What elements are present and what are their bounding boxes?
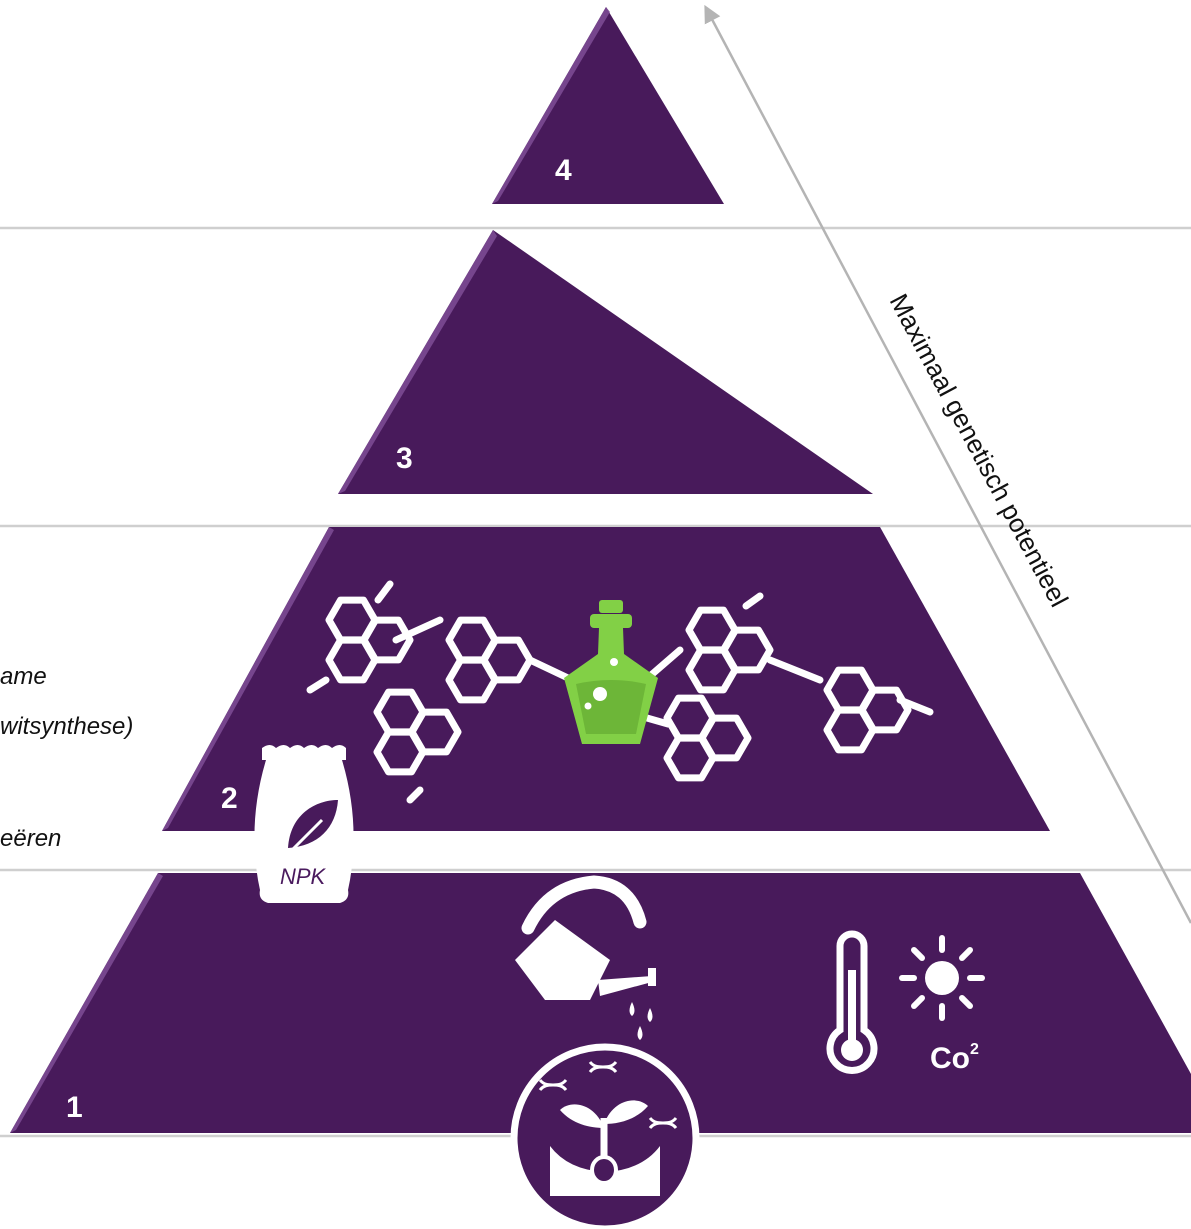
molecule-ring [445, 656, 499, 704]
side-text-line-1: ame [0, 663, 47, 690]
molecule-ring [685, 646, 739, 694]
tier-3-number: 3 [396, 442, 413, 475]
fertilizer-bag-icon: NPK [254, 745, 354, 903]
side-text-line-3: eëren [0, 825, 61, 852]
watering-can-icon [515, 875, 656, 1040]
molecule-bond [306, 676, 330, 694]
sun-icon [899, 935, 985, 1021]
side-text-line-2: witsynthese) [0, 713, 133, 740]
molecule-bond [646, 646, 684, 680]
thermometer-icon [826, 930, 878, 1074]
molecule-bond [766, 656, 824, 684]
potential-arrow [704, 4, 1191, 924]
tier-2: 2 [162, 527, 1050, 831]
tier-2-number: 2 [221, 782, 238, 815]
molecule-bond [526, 656, 572, 682]
molecule-bond [742, 592, 764, 610]
molecule-ring [823, 706, 877, 754]
npk-label: NPK [280, 864, 327, 889]
co2-label: Co2 [930, 1041, 979, 1075]
molecule-ring [373, 728, 427, 776]
molecule-icon [306, 580, 934, 804]
flask-icon [564, 600, 658, 744]
tier-1: 1 NPK [10, 745, 1191, 1133]
tier-3: 3 [338, 230, 873, 494]
molecule-bond [392, 616, 444, 644]
molecule-bond [896, 696, 934, 716]
seedling-dna-icon [538, 1060, 678, 1196]
molecule-bond [374, 580, 394, 604]
tier-1-number: 1 [66, 1091, 83, 1124]
molecule-ring [325, 636, 379, 684]
molecule-ring [663, 734, 717, 782]
seedling-dna-badge [510, 1043, 700, 1229]
tier-4: 4 [492, 7, 724, 204]
tier-4-number: 4 [555, 154, 572, 187]
molecule-bond [406, 786, 424, 804]
arrow-label: Maximaal genetisch potentieel [884, 289, 1075, 612]
